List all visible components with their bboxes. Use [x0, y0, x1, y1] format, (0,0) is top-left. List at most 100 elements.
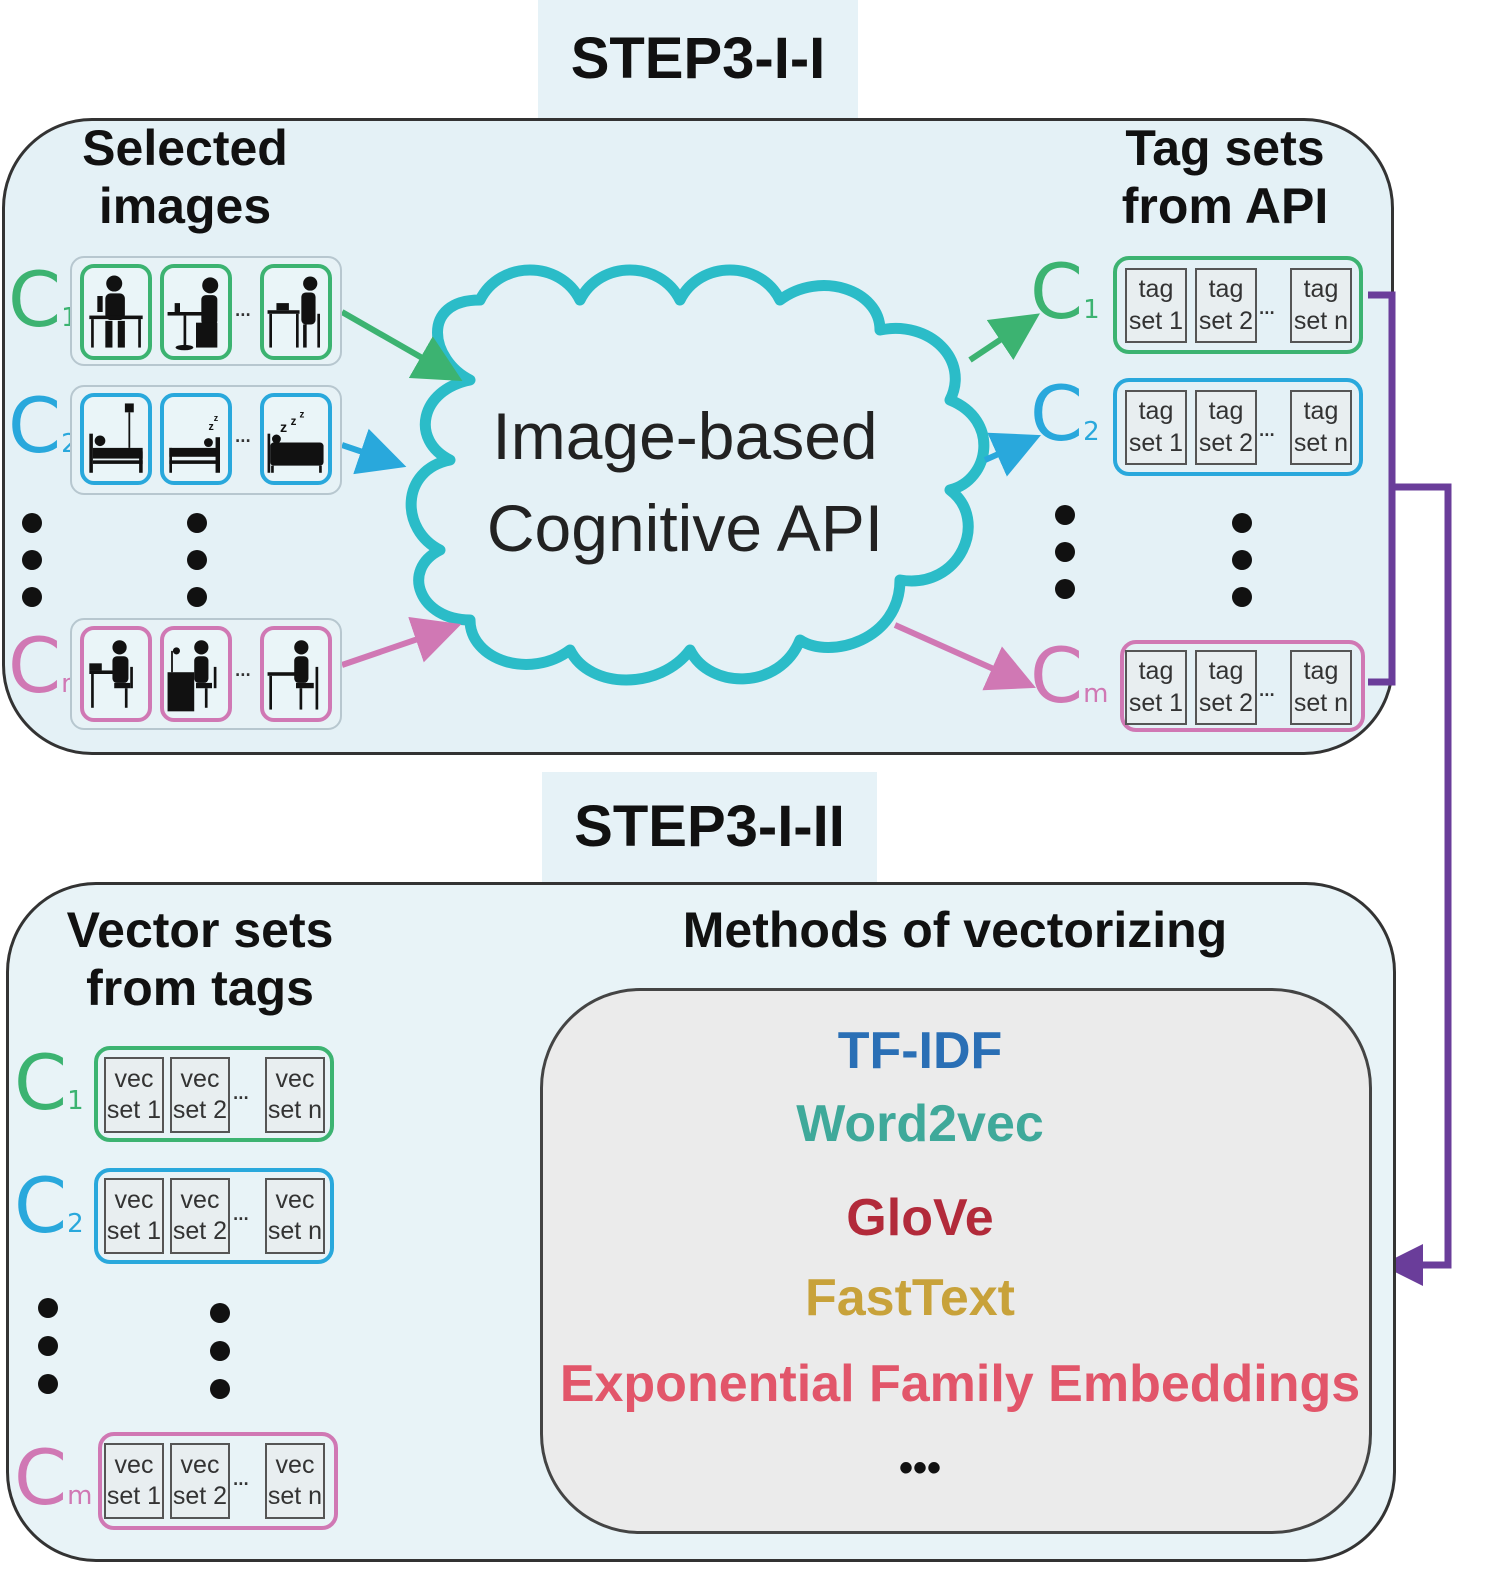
person-eating-icon: [89, 275, 143, 348]
cloud-label: Image-based Cognitive API: [470, 390, 900, 575]
class-letter: C: [1030, 631, 1084, 720]
arrow-c2-in: [341, 428, 407, 475]
tag-sets-heading: Tag sets from API: [1080, 120, 1370, 235]
cell-text: vec: [275, 1185, 315, 1214]
ellipsis-dot: [1055, 542, 1075, 562]
class-letter: C: [1030, 369, 1084, 458]
selected-images-text: Selected images: [82, 120, 288, 234]
methods-heading: Methods of vectorizing: [620, 902, 1290, 960]
arrow-c1-in: [340, 309, 463, 381]
cell-text: vec: [180, 1185, 220, 1214]
ellipsis: ...: [232, 1075, 250, 1105]
image-thumb-c1-2[interactable]: [160, 264, 232, 360]
cell-text: set 2: [1198, 306, 1254, 335]
class-label-c2-vec: C2: [14, 1168, 84, 1244]
class-letter: C: [14, 1038, 68, 1127]
cell-text: vec: [275, 1450, 315, 1479]
ellipsis: ...: [1258, 412, 1276, 442]
svg-text:z: z: [291, 416, 297, 428]
arrow-cm-in: [341, 616, 462, 668]
cell-text: tag: [1303, 397, 1339, 426]
step1-title: STEP3-I-I: [538, 0, 858, 118]
cell-text: set 2: [1198, 688, 1254, 717]
cell-text: vec: [180, 1450, 220, 1479]
class-label-c2-right: C2: [1030, 376, 1100, 452]
image-thumb-c2-1[interactable]: [80, 393, 152, 485]
ellipsis: ...: [234, 652, 252, 682]
person-drinking-icon: [267, 276, 320, 348]
ellipsis-dot: [38, 1336, 58, 1356]
arrow-c2-out: [983, 432, 1041, 477]
selected-images-heading: Selected images: [40, 120, 330, 235]
cell-text: set 2: [172, 1096, 228, 1124]
method-word2vec: Word2vec: [796, 1095, 1044, 1153]
class-label-c1-left: C1: [8, 262, 78, 338]
image-thumb-c1-3[interactable]: [260, 264, 332, 360]
class-subscript: 1: [1083, 295, 1100, 325]
class-letter: C: [8, 621, 62, 710]
vec-set-cell[interactable]: vec set 1: [104, 1178, 164, 1254]
cell-text: vec: [114, 1450, 154, 1479]
methods-box: [540, 988, 1372, 1534]
person-writing-desk-icon: [267, 640, 319, 710]
class-label-c1-right: C1: [1030, 254, 1100, 330]
cell-text: vec: [114, 1185, 154, 1214]
ellipsis-dot: [1232, 550, 1252, 570]
image-thumb-cm-1[interactable]: [80, 626, 152, 722]
ellipsis-dot: [38, 1298, 58, 1318]
cell-text: set 1: [106, 1096, 162, 1124]
methods-heading-text: Methods of vectorizing: [682, 902, 1228, 958]
method-more-ellipsis: •••: [898, 1446, 941, 1490]
ellipsis-dot: [1232, 587, 1252, 607]
connector-line: [1381, 483, 1452, 1286]
class-letter: C: [8, 381, 62, 470]
class-subscript: m: [67, 1481, 93, 1511]
ellipsis: ...: [232, 1196, 250, 1226]
tag-set-group-c1: [1113, 256, 1363, 354]
cell-text: set 1: [1128, 428, 1184, 457]
image-thumb-c1-1[interactable]: [80, 264, 152, 360]
vec-set-group-c1: [94, 1046, 334, 1142]
image-thumb-cm-2[interactable]: [160, 626, 232, 722]
ellipsis-dot: [22, 550, 42, 570]
cell-text: tag: [1138, 657, 1174, 686]
cell-text: tag: [1138, 275, 1174, 304]
ellipsis: ...: [1258, 672, 1276, 702]
class-letter: C: [14, 1161, 68, 1250]
svg-text:z: z: [208, 421, 213, 433]
ellipsis-dot: [210, 1379, 230, 1399]
ellipsis: ...: [234, 418, 252, 448]
class-letter: C: [1030, 247, 1084, 336]
tag-set-group-cm: [1120, 640, 1365, 732]
svg-text:z: z: [280, 420, 287, 436]
method-tf-idf: TF-IDF: [837, 1022, 1003, 1080]
tag-set-group-c2: [1113, 378, 1363, 476]
person-dining-table-icon: [167, 277, 219, 351]
ellipsis-dot: [187, 513, 207, 533]
cell-text: set 1: [106, 1217, 162, 1245]
connector-bracket: [1368, 291, 1396, 686]
cell-text: set 1: [1128, 306, 1184, 335]
person-sleeping-bed-icon: zz: [169, 413, 220, 473]
image-thumb-cm-3[interactable]: [260, 626, 332, 722]
